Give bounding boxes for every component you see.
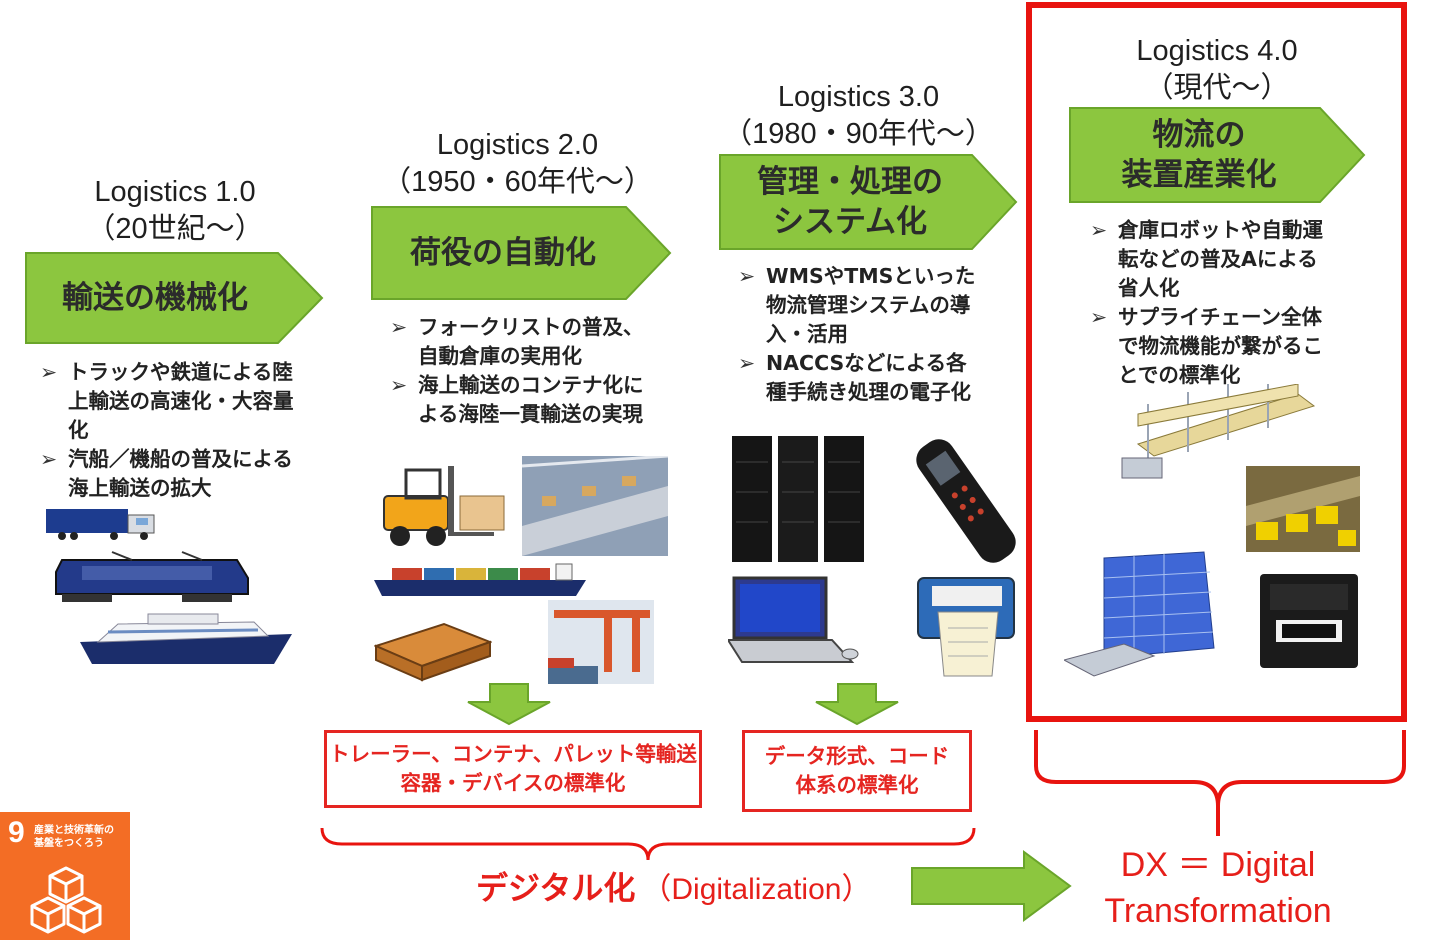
- automated-warehouse-photo: [522, 456, 668, 556]
- cubes-icon: [30, 866, 102, 934]
- bullet-arrow-icon: ➢: [40, 360, 58, 384]
- container-standardization-box: トレーラー、コンテナ、パレット等輸送 容器・デバイスの標準化: [324, 730, 702, 808]
- era3-arrow-shape: [719, 154, 1018, 250]
- era1-bullets: ➢トラックや鉄道による陸上輸送の高速化・大容量化 ➢汽船／機船の普及による海上輸…: [40, 358, 310, 503]
- era4-arrow-shape: [1069, 107, 1366, 203]
- digitalization-jp: デジタル化: [476, 869, 636, 907]
- era3-name: Logistics 3.0: [777, 81, 940, 113]
- digitalization-en: （Digitalization）: [641, 873, 872, 906]
- era4-name: Logistics 4.0: [1136, 35, 1298, 67]
- ferry-ship-icon: [80, 613, 292, 664]
- era4-arrow-line2: 装置産業化: [1121, 157, 1277, 193]
- container-standardization-line2: 容器・デバイスの標準化: [400, 771, 626, 795]
- era2-arrow: 荷役の自動化: [370, 205, 674, 301]
- era3-bullet-2: ➢NACCSなどによる各種手続き処理の電子化: [738, 349, 978, 407]
- data-standardization-line1: データ形式、コード: [764, 744, 950, 768]
- dx-bracket: [1034, 730, 1406, 836]
- era1-bullet-1: ➢トラックや鉄道による陸上輸送の高速化・大容量化: [40, 358, 310, 445]
- era1-period: （20世紀～）: [86, 213, 264, 245]
- bullet-arrow-icon: ➢: [1090, 218, 1108, 242]
- server-rack-icon: [732, 436, 864, 562]
- era3-arrow-line1: 管理・処理の: [757, 164, 943, 200]
- era1-bullet-2: ➢汽船／機船の普及による海上輸送の拡大: [40, 445, 310, 503]
- era4-arrow-label: 物流の 装置産業化: [1068, 106, 1330, 204]
- data-standardization-line2: 体系の標準化: [795, 773, 919, 797]
- container-standardization-line1: トレーラー、コンテナ、パレット等輸送: [329, 742, 697, 766]
- era1-arrow: 輸送の機械化: [24, 251, 326, 345]
- era3-bullets: ➢WMSやTMSといった物流管理システムの導入・活用 ➢NACCSなどによる各種…: [738, 262, 978, 407]
- era4-bullets: ➢倉庫ロボットや自動運転などの普及Aによる省人化 ➢サプライチェーン全体で物流機…: [1090, 216, 1330, 390]
- era4-bullet-1: ➢倉庫ロボットや自動運転などの普及Aによる省人化: [1090, 216, 1330, 303]
- industrial-printer-icon: [1260, 574, 1358, 668]
- era3-arrow-label: 管理・処理の システム化: [718, 153, 982, 251]
- down-arrow-icon: [815, 683, 899, 726]
- era2-arrow-shape: [371, 206, 672, 300]
- sdg9-caption: 産業と技術革新の 基盤をつくろう: [34, 825, 114, 849]
- era2-bullets: ➢フォークリストの普及、自動倉庫の実用化 ➢海上輸送のコンテナ化による海陸一貫輸…: [390, 313, 650, 429]
- digitalization-label: デジタル化 （Digitalization）: [476, 864, 896, 908]
- era4-bullet-2: ➢サプライチェーン全体で物流機能が繋がることでの標準化: [1090, 303, 1330, 390]
- bullet-arrow-icon: ➢: [390, 315, 408, 339]
- container-ship-icon: [374, 563, 586, 596]
- handheld-scanner-icon: [916, 439, 1016, 563]
- dx-line1: DX ＝ Digital: [1120, 846, 1316, 884]
- dx-line2: Transformation: [1104, 892, 1332, 930]
- era2-period: （1950・60年代～）: [382, 166, 653, 198]
- pallet-icon: [374, 622, 492, 682]
- bullet-arrow-icon: ➢: [738, 264, 756, 288]
- bullet-arrow-icon: ➢: [40, 447, 58, 471]
- era3-bullet-1: ➢WMSやTMSといった物流管理システムの導入・活用: [738, 262, 978, 349]
- bullet-arrow-icon: ➢: [390, 373, 408, 397]
- era4-arrow-line1: 物流の: [1152, 117, 1246, 153]
- era2-bullet-2: ➢海上輸送のコンテナ化による海陸一貫輸送の実現: [390, 371, 650, 429]
- bullet-arrow-icon: ➢: [738, 351, 756, 375]
- warehouse-robot-rack-icon: [1121, 384, 1316, 479]
- forklift-icon: [383, 466, 505, 546]
- dx-label: DX ＝ Digital Transformation: [1090, 842, 1346, 934]
- bullet-arrow-icon: ➢: [1090, 305, 1108, 329]
- era2-name: Logistics 2.0: [436, 129, 599, 161]
- era4-arrow: 物流の 装置産業化: [1068, 106, 1368, 204]
- gantry-crane-photo: [548, 600, 654, 684]
- era1-name: Logistics 1.0: [94, 176, 256, 208]
- truck-icon: [46, 509, 155, 540]
- era3-arrow: 管理・処理の システム化: [718, 153, 1020, 251]
- era2-bullet-1: ➢フォークリストの普及、自動倉庫の実用化: [390, 313, 650, 371]
- era4-period: （現代～）: [1144, 72, 1290, 104]
- data-standardization-box: データ形式、コード 体系の標準化: [742, 730, 972, 812]
- era1-arrow-label: 輸送の機械化: [62, 280, 248, 316]
- locomotive-icon: [55, 551, 249, 602]
- label-printer-icon: [917, 577, 1015, 677]
- sdg9-number: 9: [8, 816, 25, 849]
- sdg9-badge: 9 産業と技術革新の 基盤をつくろう: [0, 812, 130, 940]
- laptop-icon: [728, 576, 859, 663]
- era2-title: Logistics 2.0 （1950・60年代～）: [370, 127, 665, 201]
- down-arrow-icon: [467, 683, 551, 726]
- automated-sorting-line-photo: [1246, 466, 1360, 552]
- era3-period: （1980・90年代～）: [723, 118, 994, 150]
- era2-arrow-label: 荷役の自動化: [410, 235, 596, 271]
- era1-arrow-shape: [25, 252, 324, 344]
- era3-arrow-line2: システム化: [772, 204, 928, 240]
- automated-storage-tower-icon: [1064, 551, 1215, 677]
- right-arrow-icon: [911, 850, 1072, 922]
- logistics4-highlight-frame: [1026, 2, 1407, 722]
- era3-title: Logistics 3.0 （1980・90年代～）: [716, 79, 1001, 153]
- era1-title: Logistics 1.0 （20世紀～）: [20, 174, 330, 248]
- digitalization-bracket: [320, 827, 976, 861]
- era4-title: Logistics 4.0 （現代～）: [1062, 33, 1372, 107]
